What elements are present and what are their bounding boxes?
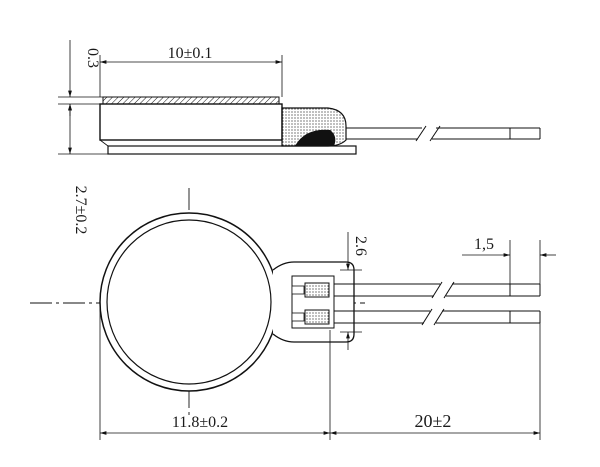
dim-tab-height: 2.6 — [340, 232, 369, 350]
dim-wire-strip: 1,5 — [462, 236, 556, 284]
dim-diameter: 11.8±0.2 — [99, 302, 331, 440]
dim-top-width: 10±0.1 — [99, 45, 283, 97]
dim-label-thickness-total: 2.7±0.2 — [72, 186, 89, 235]
dim-label-thickness-top: 0.3 — [84, 48, 101, 68]
dim-thickness-total: 2.7±0.2 — [58, 104, 108, 234]
dim-label-wire-strip: 1,5 — [474, 236, 494, 253]
motor-outer-ring — [99, 212, 279, 392]
top-view — [30, 188, 541, 418]
dim-wire-length: 20±2 — [330, 323, 541, 440]
motor-body-side — [99, 103, 283, 141]
top-cap — [102, 96, 280, 105]
dim-thickness-top: 0.3 — [58, 40, 103, 116]
solder-pad-bottom — [304, 309, 330, 325]
connector-tab — [272, 261, 355, 343]
dim-label-diameter: 11.8±0.2 — [172, 414, 228, 431]
side-wire — [346, 125, 541, 142]
motor-inner-ring — [106, 219, 272, 385]
dim-label-wire-length: 20±2 — [415, 411, 452, 431]
dim-label-top-width: 10±0.1 — [168, 45, 213, 62]
dim-label-tab-height: 2.6 — [352, 236, 369, 256]
solder-pad-top — [304, 282, 330, 298]
top-wires — [334, 281, 541, 326]
side-view — [99, 96, 541, 155]
base-plate — [107, 145, 357, 155]
